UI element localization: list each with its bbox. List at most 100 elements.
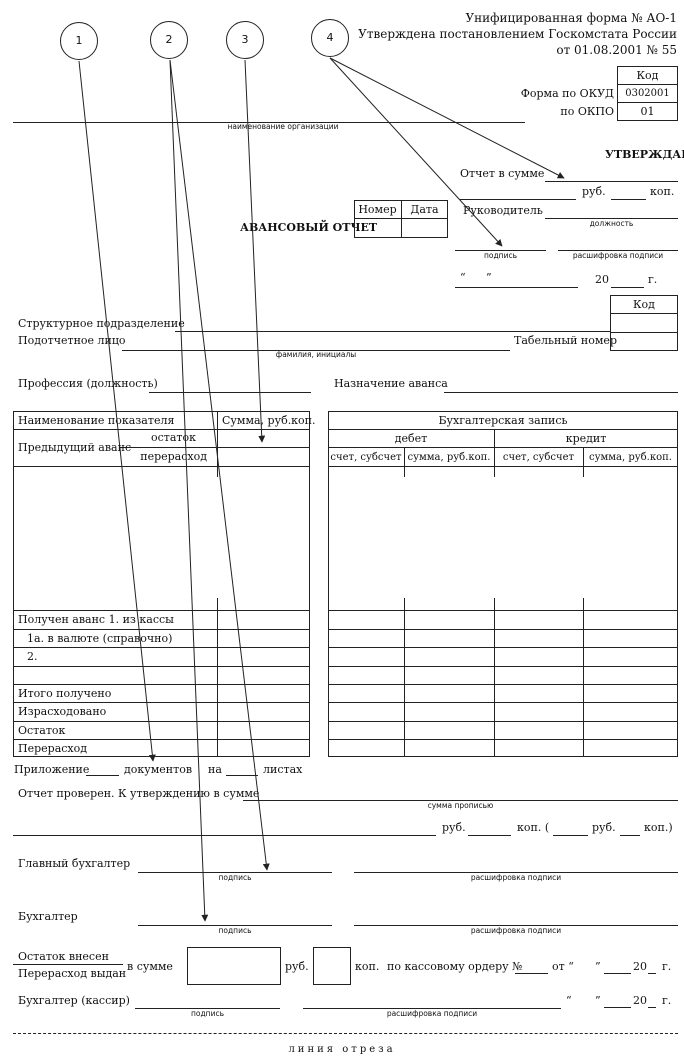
cash-order-number-field[interactable] — [515, 973, 548, 974]
code-box-divider — [617, 102, 678, 103]
right-table-col-divider — [404, 598, 405, 757]
report-number-cell[interactable] — [355, 219, 401, 237]
head-position-field[interactable] — [545, 218, 678, 219]
cashier-decode-caption: расшифровка подписи — [386, 1009, 478, 1018]
verification-rub2-field[interactable] — [553, 835, 588, 836]
row-overspend: Перерасход — [18, 742, 88, 755]
accountant-label: Бухгалтер — [18, 910, 78, 923]
okud-value[interactable]: 0302001 — [625, 88, 670, 99]
profession-field[interactable] — [149, 392, 311, 393]
remainder-deposited-label: Остаток внесен — [18, 950, 109, 963]
form-header-line2: Утверждена постановлением Госкомстата Ро… — [358, 27, 677, 41]
head-signature-field[interactable] — [455, 250, 546, 251]
code-header: Код — [636, 69, 659, 82]
attachment-prefix: Приложение — [14, 763, 90, 776]
cashier-decode-field[interactable] — [303, 1008, 561, 1009]
attachment-sheets-count-field[interactable] — [226, 775, 258, 776]
cash-year-field[interactable] — [648, 973, 656, 974]
approve-rub-field[interactable] — [460, 199, 576, 200]
person-code-divider — [610, 313, 678, 314]
approve-date-field[interactable] — [455, 287, 578, 288]
cash-year-suffix: г. — [662, 960, 672, 973]
cash-year-prefix: 20 — [633, 960, 647, 973]
prev-remainder-sum-cell[interactable] — [218, 430, 309, 447]
left-table-col-divider — [217, 411, 218, 429]
left-table-row-line — [13, 739, 310, 740]
accountant-decode-field[interactable] — [354, 925, 678, 926]
left-table-row-line — [13, 610, 310, 611]
left-table — [13, 411, 310, 757]
arrow-3-to-sum-column — [244, 59, 266, 443]
right-table-row-line — [328, 702, 678, 703]
debit-account-label: счет, субсчет — [330, 452, 402, 463]
cash-kop-box[interactable] — [313, 947, 351, 985]
cut-line-label: линия отреза — [288, 1044, 396, 1055]
accountant-decode-caption: расшифровка подписи — [470, 926, 562, 935]
approve-sum-field[interactable] — [545, 181, 678, 182]
chief-signature-field[interactable] — [138, 872, 332, 873]
okpo-label: по ОКПО — [560, 105, 614, 118]
right-table-row-line — [328, 739, 678, 740]
verification-sum-words-field[interactable] — [243, 800, 678, 801]
approve-kop-field[interactable] — [611, 199, 646, 200]
right-table-row-line — [328, 629, 678, 630]
prev-overspend-label: перерасход — [140, 450, 207, 463]
left-table-col-sum: Сумма, руб.коп. — [222, 414, 316, 427]
cash-rub-box[interactable] — [187, 947, 281, 985]
cashier-date-field[interactable] — [604, 1007, 631, 1008]
verification-kop-open: коп. ( — [517, 821, 550, 834]
okpo-value[interactable]: 01 — [640, 105, 655, 118]
left-table-col-name: Наименование показателя — [18, 414, 175, 427]
right-table-col-divider — [494, 429, 495, 477]
verification-kop-close: коп.) — [644, 821, 673, 834]
division-field[interactable] — [175, 331, 610, 332]
report-date-label: Дата — [410, 203, 439, 216]
right-table-row-line — [328, 447, 678, 448]
head-decode-caption: расшифровка подписи — [572, 251, 664, 260]
organization-field[interactable] — [13, 122, 525, 123]
verification-sum-words-caption: сумма прописью — [427, 801, 494, 810]
cashier-signature-field[interactable] — [135, 1008, 280, 1009]
cash-kop-label: коп. — [355, 960, 380, 973]
cashier-quote-open: “ — [566, 994, 572, 1007]
report-date-cell[interactable] — [402, 219, 447, 237]
accountable-field[interactable] — [122, 350, 510, 351]
right-table — [328, 411, 678, 757]
cash-from-label: от “ — [552, 960, 574, 973]
prev-overspend-sum-cell[interactable] — [218, 448, 309, 466]
attachment-on-label: на — [208, 763, 222, 776]
verification-kop2-field[interactable] — [620, 835, 640, 836]
approve-year-field[interactable] — [611, 287, 644, 288]
cash-divider — [13, 964, 123, 965]
row-remainder: Остаток — [18, 724, 66, 737]
verification-sum-words-field-2[interactable] — [13, 835, 436, 836]
cashier-signature-caption: подпись — [191, 1009, 224, 1018]
purpose-label: Назначение аванса — [334, 377, 448, 390]
left-table-row-line — [13, 466, 310, 467]
cashier-year-field[interactable] — [648, 1007, 656, 1008]
attachment-docs-count-field[interactable] — [86, 775, 119, 776]
purpose-field[interactable] — [444, 392, 678, 393]
tab-number-label: Табельный номер — [514, 334, 617, 347]
form-header-line1: Унифицированная форма № АО-1 — [465, 11, 677, 25]
verification-rub2-label: руб. — [592, 821, 616, 834]
right-table-row-line — [328, 429, 678, 430]
form-header-line3: от 01.08.2001 № 55 — [556, 43, 677, 57]
chief-decode-field[interactable] — [354, 872, 678, 873]
accountable-caption: фамилия, инициалы — [275, 350, 357, 359]
left-table-row-line — [13, 629, 310, 630]
cash-date-field[interactable] — [604, 973, 631, 974]
person-code-box — [610, 295, 678, 351]
credit-sum-label: сумма, руб.коп. — [589, 452, 672, 463]
right-table-col-divider — [404, 447, 405, 477]
accountant-signature-field[interactable] — [138, 925, 332, 926]
right-table-row-line — [328, 610, 678, 611]
cut-line-dashes — [13, 1033, 678, 1034]
approve-kop-label: коп. — [650, 185, 675, 198]
debit-label: дебет — [394, 432, 428, 445]
verification-rub-field[interactable] — [468, 835, 511, 836]
attachment-docs-label: документов — [124, 763, 193, 776]
cash-in-sum-label: в сумме — [127, 960, 173, 973]
head-decode-field[interactable] — [558, 250, 678, 251]
